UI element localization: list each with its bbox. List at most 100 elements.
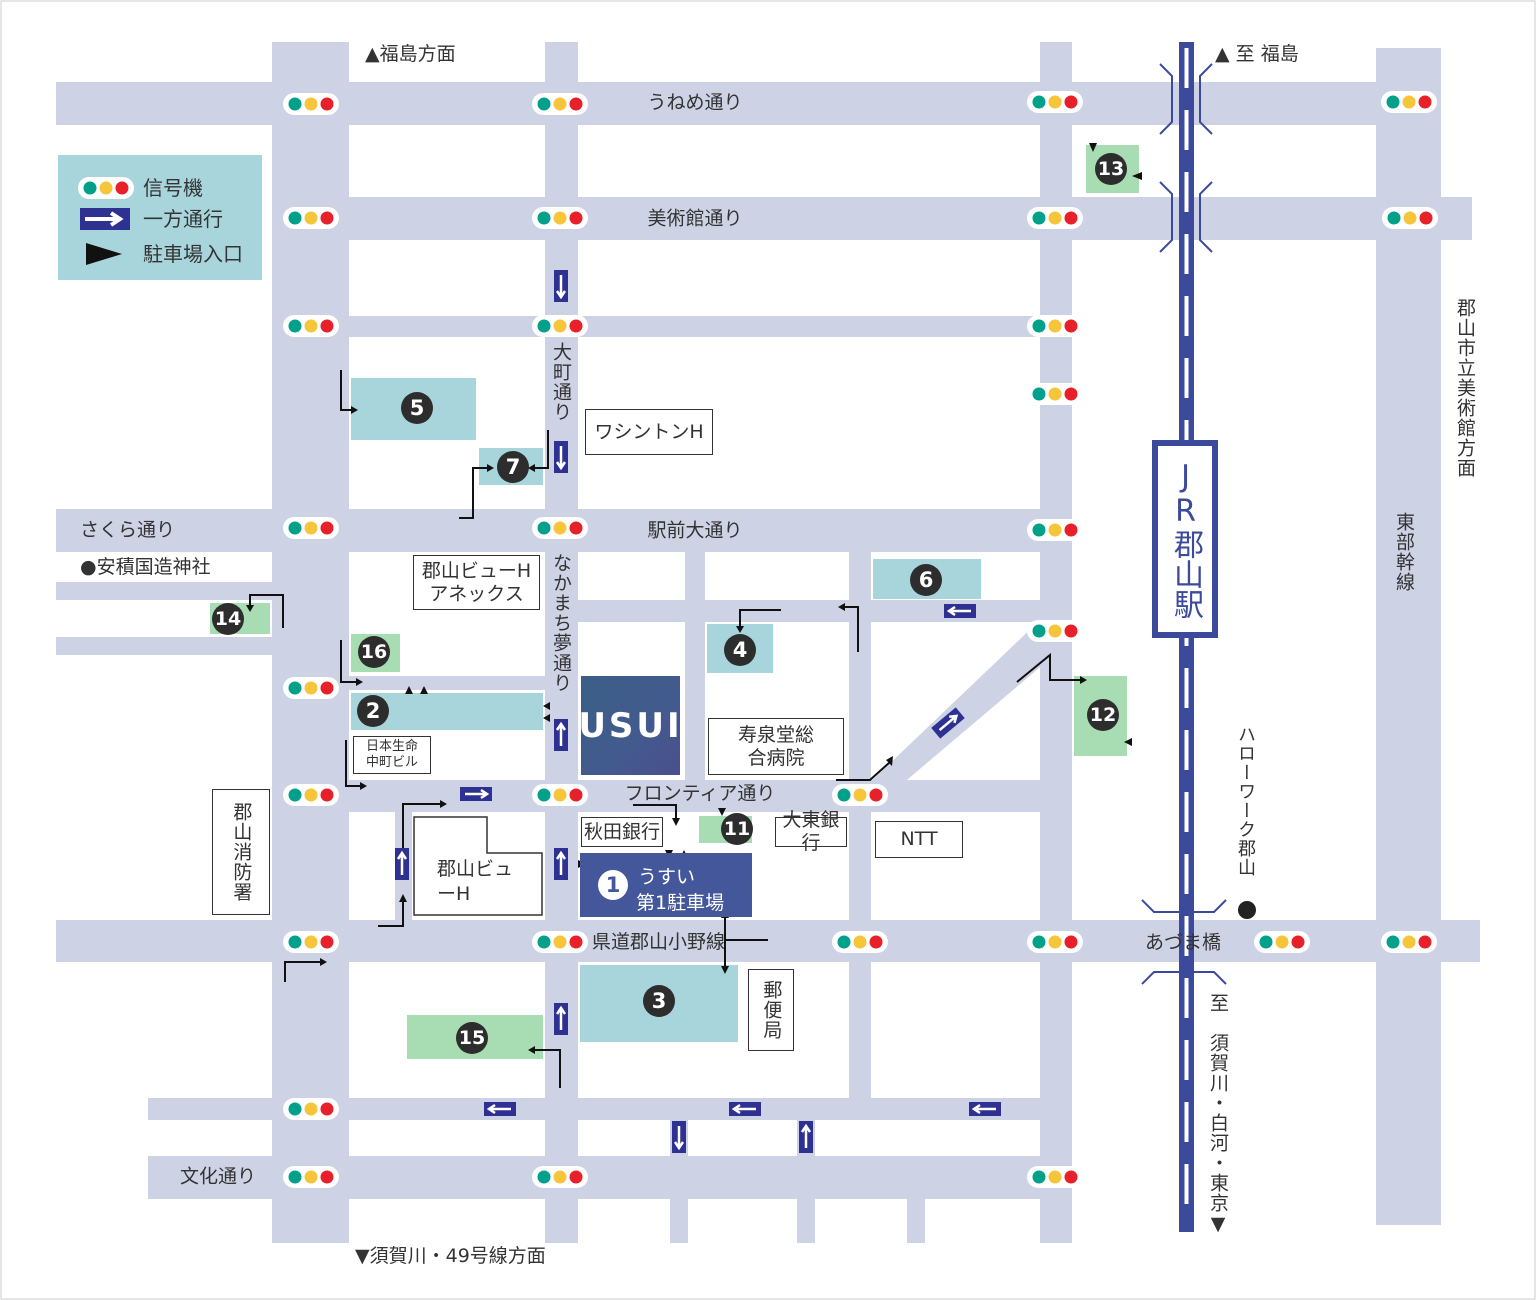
traffic-signal-icon	[283, 315, 339, 337]
road-label-bijutsukan: 美術館通り	[647, 207, 743, 230]
road-label-sakura: さくら通り	[80, 519, 176, 541]
road-south-minor	[148, 1098, 1040, 1120]
one-way-arrow-icon	[554, 719, 568, 751]
landmark-nissay-building: 日本生命中町ビル	[353, 736, 431, 774]
traffic-signal-icon	[1027, 383, 1083, 405]
usui-logo: USUI	[578, 676, 680, 775]
direction-fukushima: ▲福島方面	[365, 43, 456, 65]
one-way-arrow-icon	[944, 604, 976, 618]
road-west-avenue	[272, 42, 349, 1243]
traffic-signal-icon	[1027, 931, 1083, 953]
road-lane-b	[849, 552, 871, 1100]
traffic-signal-icon	[1027, 207, 1083, 229]
traffic-signal-icon	[532, 1166, 588, 1188]
parking-number-3: 3	[643, 985, 675, 1017]
road-uneme	[56, 82, 1440, 125]
legend-oneway-label: 一方通行	[143, 207, 223, 231]
one-way-arrow-icon	[484, 1102, 516, 1116]
direction-to-south: 至 須賀川・白河・東京▼	[1207, 993, 1229, 1236]
traffic-signal-icon	[1027, 620, 1083, 642]
jr-koriyama-station: JR郡山駅	[1152, 440, 1218, 638]
parking-1-name: うすい	[638, 866, 696, 888]
traffic-signal-icon	[1027, 1166, 1083, 1188]
parking-number-16: 16	[358, 636, 390, 668]
traffic-signal-icon	[532, 207, 588, 229]
parking-number-15: 15	[456, 1022, 488, 1054]
parking-1-number: 1	[598, 870, 628, 900]
landmark-ntt: NTT	[875, 821, 963, 858]
parking-number-5: 5	[401, 392, 433, 424]
rail-bridge-2	[1159, 181, 1213, 253]
landmark-daito-bank: 大東銀行	[775, 809, 847, 854]
parking-number-2: 2	[357, 695, 389, 727]
traffic-signal-icon	[283, 517, 339, 539]
landmark-shrine: ●安積国造神社	[80, 556, 211, 578]
one-way-arrow-icon	[969, 1102, 1001, 1116]
one-way-arrow-icon	[554, 270, 568, 302]
traffic-signal-icon	[1027, 519, 1083, 541]
landmark-jusendo-hospital: 寿泉堂総合病院	[708, 718, 844, 775]
traffic-signal-icon	[532, 784, 588, 806]
traffic-signals	[283, 91, 1438, 1188]
road-label-bunka: 文化通り	[179, 1165, 257, 1188]
road-third	[349, 316, 1040, 337]
station-label: JR郡山駅	[1168, 459, 1203, 619]
road-minor-west	[349, 676, 545, 690]
road-omachi	[545, 42, 578, 1243]
legend-signal-label: 信号機	[143, 176, 203, 200]
azuma-bridge	[1141, 899, 1227, 985]
entrance-markers	[246, 143, 1142, 1054]
landmark-post-office: 郵便局	[748, 969, 794, 1051]
road-diagonal	[862, 620, 1072, 790]
parking-number-7: 7	[497, 451, 529, 483]
one-way-arrow-icon	[931, 707, 965, 739]
road-label-kendo: 県道郡山小野線	[592, 931, 726, 953]
landmark-fire-station: 郡山消防署	[212, 789, 270, 915]
road-label-azuma: あづま橋	[1144, 931, 1222, 954]
parking-number-13: 13	[1095, 153, 1127, 185]
traffic-signal-icon	[283, 931, 339, 953]
one-way-arrow-icon	[554, 441, 568, 473]
traffic-signal-icon	[283, 784, 339, 806]
traffic-signal-icon	[1381, 91, 1437, 113]
parking-number-14: 14	[212, 603, 244, 635]
one-way-arrow-icon	[672, 1121, 686, 1153]
one-way-arrow-icon	[554, 1003, 568, 1035]
traffic-signal-icon	[532, 517, 588, 539]
traffic-signal-icon	[283, 1098, 339, 1120]
landmark-view-hotel: 郡山ビューH	[437, 858, 514, 905]
one-way-arrow-icon	[729, 1102, 761, 1116]
traffic-signal-icon	[532, 931, 588, 953]
one-way-arrow-icon	[395, 848, 409, 880]
parking-1-usui: 1 うすい 第1駐車場	[580, 853, 752, 917]
road-bijutsukan	[272, 197, 1472, 240]
road-label-frontier: フロンティア通り	[624, 782, 776, 805]
road-lane-a	[685, 552, 705, 780]
traffic-signal-icon	[832, 931, 888, 953]
traffic-signal-icon	[283, 677, 339, 699]
road-label-nakamachi: なかまち夢通り	[550, 553, 572, 693]
traffic-signal-icon	[832, 784, 888, 806]
parking-1-sub: 第1駐車場	[636, 892, 725, 914]
view-hotel-building	[413, 816, 543, 916]
traffic-signal-icon	[532, 93, 588, 115]
rail-bridge-north	[1159, 63, 1213, 135]
hellowork-dot-icon	[1238, 901, 1256, 919]
parking-number-11: 11	[721, 813, 753, 845]
road-minor-east	[578, 600, 1072, 622]
road-label-uneme: うねめ通り	[647, 91, 743, 114]
direction-museum: 郡山市立美術館方面	[1454, 298, 1476, 478]
one-way-signs	[395, 270, 1001, 1153]
traffic-signal-icon	[1027, 91, 1083, 113]
parking-number-4: 4	[724, 634, 756, 666]
traffic-signal-icon	[283, 1166, 339, 1188]
parking-number-6: 6	[910, 564, 942, 596]
one-way-arrow-icon	[799, 1121, 813, 1153]
traffic-signal-icon	[1027, 315, 1083, 337]
road-label-tobu: 東部幹線	[1393, 512, 1415, 592]
traffic-signal-icon	[1381, 931, 1437, 953]
road-tobu	[1376, 48, 1441, 1225]
road-label-omachi: 大町通り	[550, 342, 572, 422]
